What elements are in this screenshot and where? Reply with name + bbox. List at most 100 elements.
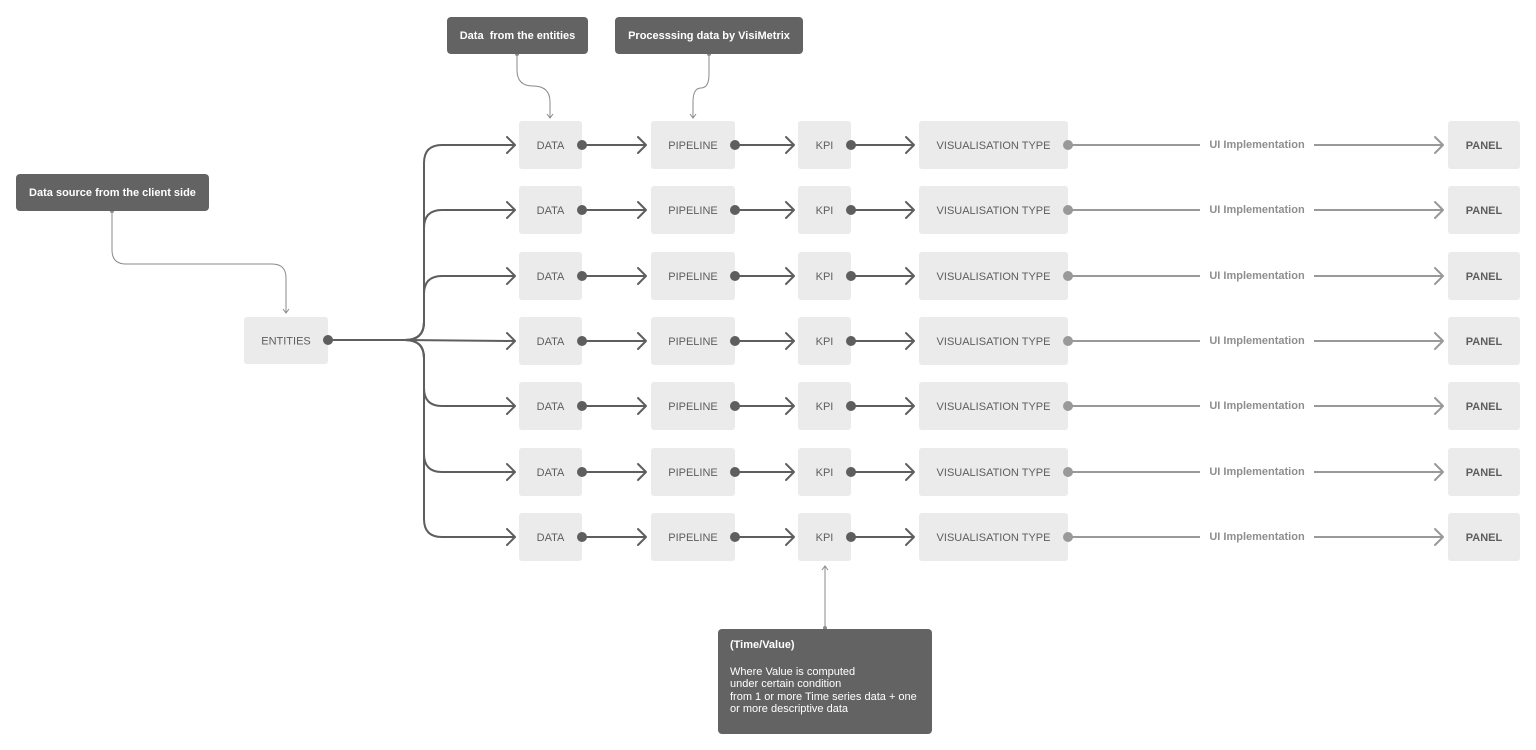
arrowhead-to-panel-row-5 bbox=[1434, 397, 1444, 415]
arrowhead-to-panel-row-6 bbox=[1434, 463, 1444, 481]
arrowhead-to-data-row-3 bbox=[506, 267, 516, 285]
arrowhead-to-kpi-row-2 bbox=[785, 201, 795, 219]
data-dot-row-2 bbox=[577, 205, 587, 215]
arrowhead-to-kpi-row-5 bbox=[785, 397, 795, 415]
visualisation-dot-row-6 bbox=[1063, 467, 1073, 477]
kpi-dot-row-7 bbox=[846, 532, 856, 542]
branch-line-row-4 bbox=[404, 339, 516, 342]
pipeline-node-row-7 bbox=[651, 513, 735, 561]
data-node-row-7 bbox=[519, 513, 582, 561]
visualisation-node-row-1 bbox=[919, 121, 1068, 169]
visualisation-node-row-5 bbox=[919, 382, 1068, 430]
panel-node-row-4 bbox=[1448, 317, 1520, 365]
arrowhead-to-data-row-4 bbox=[506, 332, 516, 350]
pipeline-node-row-2 bbox=[651, 186, 735, 234]
panel-node-row-5-label: PANEL bbox=[1466, 401, 1503, 413]
kpi-dot-row-1 bbox=[846, 140, 856, 150]
data-node-row-6 bbox=[519, 448, 582, 496]
data-node-row-3 bbox=[519, 252, 582, 300]
pipeline-node-row-6-label: PIPELINE bbox=[668, 467, 718, 479]
data-node-row-5 bbox=[519, 382, 582, 430]
arrowhead-to-panel-row-7 bbox=[1434, 528, 1444, 546]
branch-line-row-5 bbox=[404, 339, 515, 407]
arrowhead-to-vis-row-7 bbox=[905, 528, 915, 546]
arrowhead-to-kpi-row-7 bbox=[785, 528, 795, 546]
panel-node-row-6-label: PANEL bbox=[1466, 467, 1503, 479]
pipeline-node-row-5 bbox=[651, 382, 735, 430]
arrowhead-to-pipeline-row-1 bbox=[637, 136, 647, 154]
arrowhead-to-panel-row-2 bbox=[1434, 201, 1444, 219]
pipeline-node-row-5-label: PIPELINE bbox=[668, 401, 718, 413]
callout-processing-data: Processsing data by VisiMetrix bbox=[615, 17, 803, 54]
callout-kpi-line: under certain condition bbox=[730, 678, 842, 690]
arrowhead-to-data-row-2 bbox=[506, 201, 516, 219]
kpi-node-row-7 bbox=[798, 513, 851, 561]
panel-node-row-3-label: PANEL bbox=[1466, 271, 1503, 283]
callout-kpi-title: (Time/Value) bbox=[730, 639, 795, 651]
pipeline-node-row-4 bbox=[651, 317, 735, 365]
arrowhead-to-pipeline-row-4 bbox=[637, 332, 647, 350]
callout-data-from-entities-text: Data from the entities bbox=[459, 29, 576, 42]
arrowhead-to-pipeline-row-2 bbox=[637, 201, 647, 219]
data-node-row-3-label: DATA bbox=[537, 271, 565, 283]
data-node-row-7-label: DATA bbox=[537, 532, 565, 544]
arrowhead-to-kpi-row-4 bbox=[785, 332, 795, 350]
visualisation-node-row-6 bbox=[919, 448, 1068, 496]
entities-node bbox=[244, 317, 328, 364]
callout-kpi-line: or more descriptive data bbox=[730, 703, 848, 715]
panel-node-row-1-label: PANEL bbox=[1466, 140, 1503, 152]
callout-data-source-text: Data source from the client side bbox=[29, 186, 196, 199]
arrowhead-to-panel-row-3 bbox=[1434, 267, 1444, 285]
kpi-node-row-6 bbox=[798, 448, 851, 496]
callout-kpi-line: from 1 or more Time series data + one bbox=[730, 690, 917, 703]
kpi-dot-row-4 bbox=[846, 336, 856, 346]
panel-node-row-4-label: PANEL bbox=[1466, 336, 1503, 348]
visualisation-node-row-1-label: VISUALISATION TYPE bbox=[937, 140, 1051, 152]
data-node-row-1-label: DATA bbox=[537, 140, 565, 152]
data-dot-row-4 bbox=[577, 336, 587, 346]
panel-node-row-7 bbox=[1448, 513, 1520, 561]
arrowhead-to-vis-row-4 bbox=[905, 332, 915, 350]
kpi-node-row-7-label: KPI bbox=[816, 532, 834, 544]
data-node-row-4-label: DATA bbox=[537, 336, 565, 348]
entities-connector-dot bbox=[323, 335, 333, 345]
visualisation-node-row-5-label: VISUALISATION TYPE bbox=[937, 401, 1051, 413]
kpi-node-row-1 bbox=[798, 121, 851, 169]
pipeline-dot-row-6 bbox=[730, 467, 740, 477]
arrowhead-to-vis-row-6 bbox=[905, 463, 915, 481]
panel-node-row-2-label: PANEL bbox=[1466, 205, 1503, 217]
callout-data-source: Data source from the client side bbox=[16, 174, 209, 211]
arrowhead-to-vis-row-5 bbox=[905, 397, 915, 415]
arrowhead-to-vis-row-3 bbox=[905, 267, 915, 285]
arrowhead-to-data-row-5 bbox=[506, 397, 516, 415]
panel-node-row-2 bbox=[1448, 186, 1520, 234]
pipeline-node-row-3-label: PIPELINE bbox=[668, 271, 718, 283]
visualisation-node-row-2 bbox=[919, 186, 1068, 234]
connector-processing-callout bbox=[692, 54, 710, 118]
callout-processing-data-text: Processsing data by VisiMetrix bbox=[628, 29, 790, 42]
data-node-row-5-label: DATA bbox=[537, 401, 565, 413]
arrowhead-to-vis-row-1 bbox=[905, 136, 915, 154]
kpi-node-row-5 bbox=[798, 382, 851, 430]
pipeline-dot-row-1 bbox=[730, 140, 740, 150]
pipeline-dot-row-2 bbox=[730, 205, 740, 215]
kpi-dot-row-3 bbox=[846, 271, 856, 281]
visualisation-node-row-4-label: VISUALISATION TYPE bbox=[937, 336, 1051, 348]
kpi-node-row-6-label: KPI bbox=[816, 467, 834, 479]
arrowhead-kpi-callout bbox=[821, 565, 829, 571]
ui-implementation-label-row-6: UI Implementation bbox=[1209, 466, 1305, 478]
visualisation-node-row-7-label: VISUALISATION TYPE bbox=[937, 532, 1051, 544]
branch-line-row-1 bbox=[404, 144, 515, 341]
branch-line-row-7 bbox=[404, 339, 515, 538]
kpi-dot-row-6 bbox=[846, 467, 856, 477]
callout-kpi-line: Where Value is computed bbox=[730, 665, 856, 678]
pipeline-node-row-6 bbox=[651, 448, 735, 496]
data-dot-row-1 bbox=[577, 140, 587, 150]
ui-implementation-label-row-5: UI Implementation bbox=[1209, 400, 1305, 412]
data-node-row-2 bbox=[519, 186, 582, 234]
data-node-row-1 bbox=[519, 121, 582, 169]
ui-implementation-label-row-7: UI Implementation bbox=[1209, 531, 1305, 543]
arrowhead-to-data-row-6 bbox=[506, 463, 516, 481]
visualisation-dot-row-1 bbox=[1063, 140, 1073, 150]
